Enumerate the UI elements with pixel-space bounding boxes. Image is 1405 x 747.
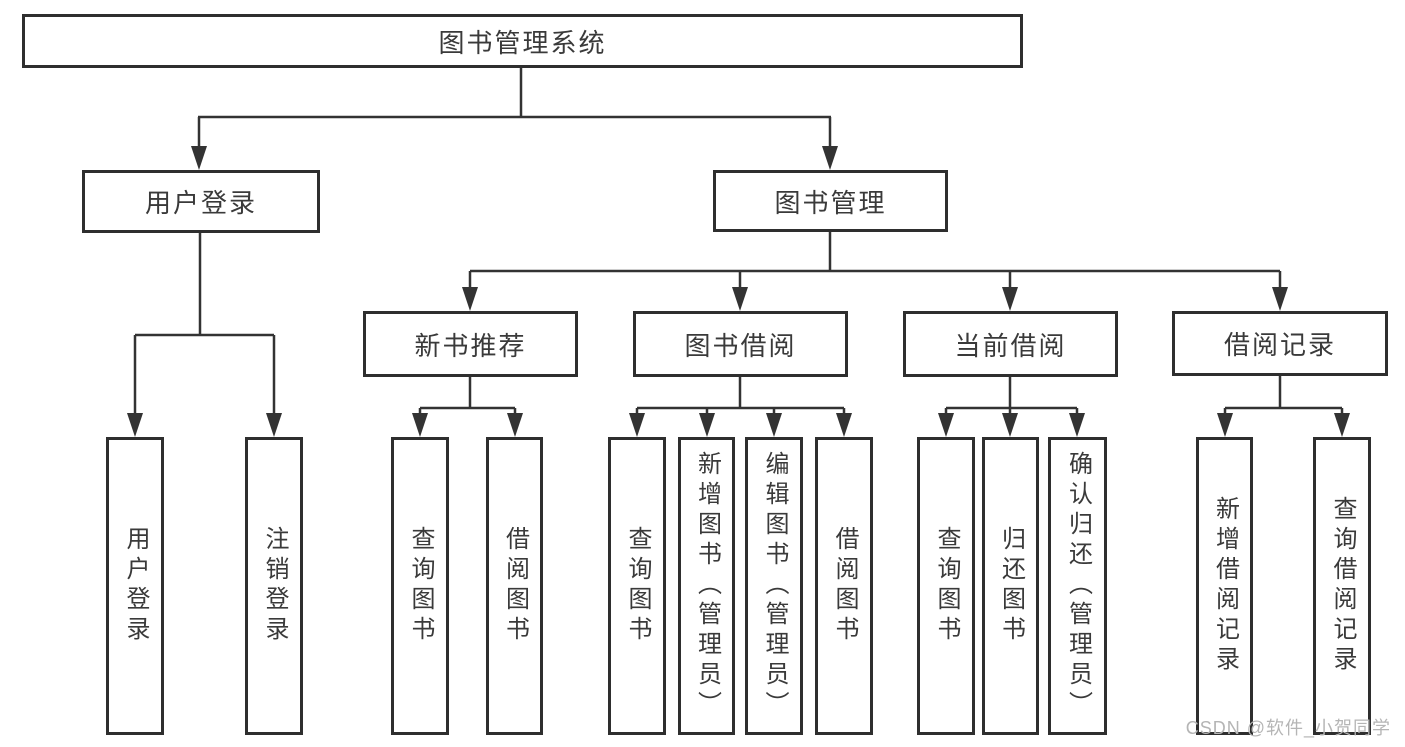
leaf-add-borrow-record: 新增借阅记录 <box>1196 437 1253 735</box>
arrowhead-icon <box>766 413 782 437</box>
leaf-query-books-current: 查询图书 <box>917 437 975 735</box>
arrowhead-icon <box>1334 413 1350 437</box>
arrowhead-icon <box>507 413 523 437</box>
node-label: 借阅图书 <box>831 526 858 646</box>
connector-book-borrow-to-leaves <box>629 377 852 437</box>
node-label: 用户登录 <box>122 526 149 646</box>
arrowhead-icon <box>1069 413 1085 437</box>
node-new-book-recommend: 新书推荐 <box>363 311 578 377</box>
arrowhead-icon <box>412 413 428 437</box>
node-book-borrow: 图书借阅 <box>633 311 848 377</box>
connector-book-mgmt-to-level3 <box>462 232 1288 311</box>
arrowhead-icon <box>127 413 143 437</box>
leaf-borrow-books-recommend: 借阅图书 <box>486 437 543 735</box>
node-label: 查询借阅记录 <box>1329 496 1356 676</box>
node-label: 确认归还（管理员） <box>1064 451 1092 721</box>
arrowhead-icon <box>1002 287 1018 311</box>
node-book-management: 图书管理 <box>713 170 948 232</box>
arrowhead-icon <box>1272 287 1288 311</box>
node-label: 新增借阅记录 <box>1211 496 1239 676</box>
node-borrow-records: 借阅记录 <box>1172 311 1388 376</box>
node-label: 图书管理 <box>774 187 887 218</box>
node-label: 图书借阅 <box>684 330 797 361</box>
node-label: 用户登录 <box>144 188 257 218</box>
connector-borrow-records-to-leaves <box>1217 376 1350 437</box>
leaf-query-books-borrow: 查询图书 <box>608 437 666 735</box>
node-label: 查询图书 <box>933 526 960 646</box>
arrowhead-icon <box>462 287 478 311</box>
arrowhead-icon <box>266 413 282 437</box>
arrowhead-icon <box>629 413 645 437</box>
arrowhead-icon <box>1002 413 1018 437</box>
node-label: 查询图书 <box>624 526 651 646</box>
node-library-management-system: 图书管理系统 <box>22 14 1023 68</box>
arrowhead-icon <box>822 146 838 170</box>
arrowhead-icon <box>191 146 207 170</box>
connector-user-login-to-leaves <box>127 233 282 437</box>
leaf-confirm-return-admin: 确认归还（管理员） <box>1048 437 1107 735</box>
arrowhead-icon <box>1217 413 1233 437</box>
node-label: 注销登录 <box>261 526 288 646</box>
leaf-user-login: 用户登录 <box>106 437 164 735</box>
connector-new-book-to-leaves <box>412 377 523 437</box>
leaf-edit-books-admin: 编辑图书（管理员） <box>745 437 803 735</box>
leaf-return-books: 归还图书 <box>982 437 1039 735</box>
node-label: 归还图书 <box>997 526 1025 646</box>
connector-current-borrow-to-leaves <box>938 377 1085 437</box>
node-label: 当前借阅 <box>954 330 1067 361</box>
leaf-query-borrow-record: 查询借阅记录 <box>1313 437 1371 735</box>
node-label: 借阅图书 <box>501 526 529 646</box>
arrowhead-icon <box>938 413 954 437</box>
leaf-borrow-books: 借阅图书 <box>815 437 873 735</box>
node-label: 借阅记录 <box>1223 330 1336 360</box>
arrowhead-icon <box>699 413 715 437</box>
arrowhead-icon <box>732 287 748 311</box>
node-label: 编辑图书（管理员） <box>761 451 788 721</box>
connector-root-to-level2 <box>191 68 838 170</box>
node-current-borrow: 当前借阅 <box>903 311 1118 377</box>
leaf-query-books-recommend: 查询图书 <box>391 437 449 735</box>
leaf-logout: 注销登录 <box>245 437 303 735</box>
csdn-watermark: CSDN @软件_小贺同学 <box>1185 718 1391 738</box>
node-label: 新增图书（管理员） <box>693 451 721 721</box>
node-label: 图书管理系统 <box>438 27 607 58</box>
arrowhead-icon <box>836 413 852 437</box>
node-label: 查询图书 <box>407 526 434 646</box>
node-label: 新书推荐 <box>414 330 527 361</box>
leaf-add-books-admin: 新增图书（管理员） <box>678 437 735 735</box>
node-user-login: 用户登录 <box>82 170 320 233</box>
